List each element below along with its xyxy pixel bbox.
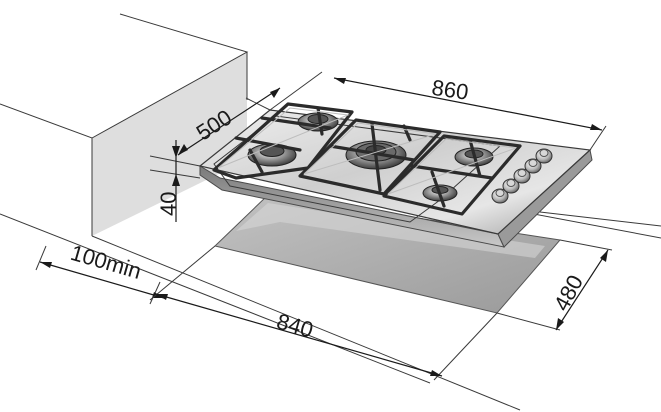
- dimension-hob-width: 860: [269, 71, 607, 151]
- label-hob-width: 860: [430, 75, 470, 105]
- cutout-inner-wall: [236, 203, 545, 258]
- knob-2: [502, 178, 520, 194]
- knob-1: [491, 188, 509, 204]
- label-cutout-depth: 480: [549, 271, 588, 315]
- pan-support-left: [212, 102, 354, 180]
- knob-4: [524, 158, 542, 174]
- dimension-hob-height: 40: [149, 140, 201, 222]
- knob-5: [535, 148, 553, 164]
- knob-3: [513, 168, 531, 184]
- label-side-clearance: 100min: [68, 240, 144, 284]
- pan-support-center: [298, 118, 442, 196]
- worktop-front-line-2: [91, 235, 521, 411]
- cabinet-side-wall: [92, 52, 247, 236]
- gas-hob: [198, 102, 593, 248]
- label-hob-height: 40: [156, 192, 181, 216]
- dimension-side-clearance: 100min: [35, 240, 165, 305]
- worktop-front-line: [0, 213, 431, 384]
- control-knobs: [491, 148, 553, 204]
- pan-support-right: [382, 134, 522, 216]
- label-cutout-width: 840: [274, 308, 316, 342]
